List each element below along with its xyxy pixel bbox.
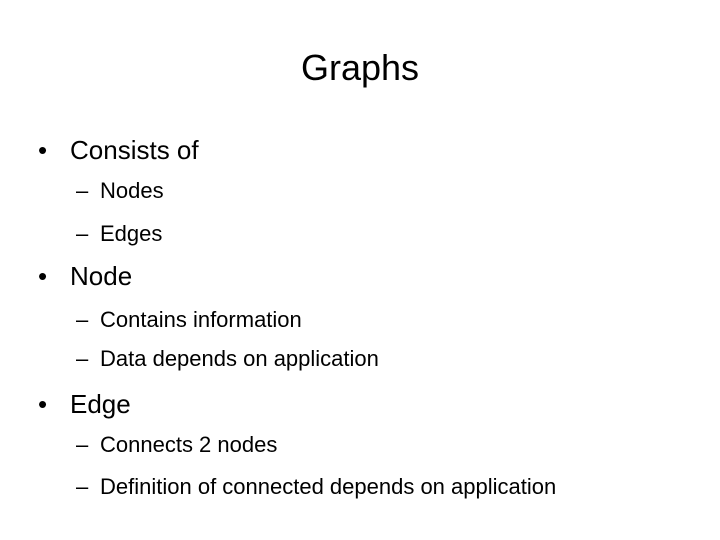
sub-bullet-nodes: –Nodes — [76, 177, 164, 205]
bullet-text: Consists of — [70, 135, 199, 165]
sub-bullet-definition-of-connected: –Definition of connected depends on appl… — [76, 473, 556, 501]
sub-bullet-connects-2-nodes: –Connects 2 nodes — [76, 431, 277, 459]
bullet-text: Edge — [70, 389, 131, 419]
bullet-consists-of: • Consists of — [38, 134, 199, 166]
bullet-marker: • — [38, 135, 48, 165]
slide-title: Graphs — [300, 47, 420, 88]
sub-bullet-marker: – — [76, 346, 89, 371]
bullet-marker: • — [38, 261, 48, 291]
sub-bullet-edges: –Edges — [76, 220, 162, 248]
sub-bullet-text: Connects 2 nodes — [100, 432, 278, 457]
bullet-text: Node — [70, 261, 133, 291]
sub-bullet-contains-information: –Contains information — [76, 306, 302, 334]
bullet-node: • Node — [38, 260, 132, 292]
sub-bullet-data-depends: –Data depends on application — [76, 345, 379, 373]
sub-bullet-text: Contains information — [100, 307, 302, 332]
sub-bullet-text: Edges — [100, 221, 163, 246]
sub-bullet-marker: – — [76, 474, 89, 499]
bullet-marker: • — [38, 389, 48, 419]
sub-bullet-marker: – — [76, 178, 89, 203]
sub-bullet-text: Definition of connected depends on appli… — [100, 474, 557, 499]
bullet-edge: • Edge — [38, 388, 131, 420]
sub-bullet-marker: – — [76, 221, 89, 246]
sub-bullet-text: Nodes — [100, 178, 164, 203]
sub-bullet-marker: – — [76, 432, 89, 457]
sub-bullet-text: Data depends on application — [100, 346, 379, 371]
sub-bullet-marker: – — [76, 307, 89, 332]
